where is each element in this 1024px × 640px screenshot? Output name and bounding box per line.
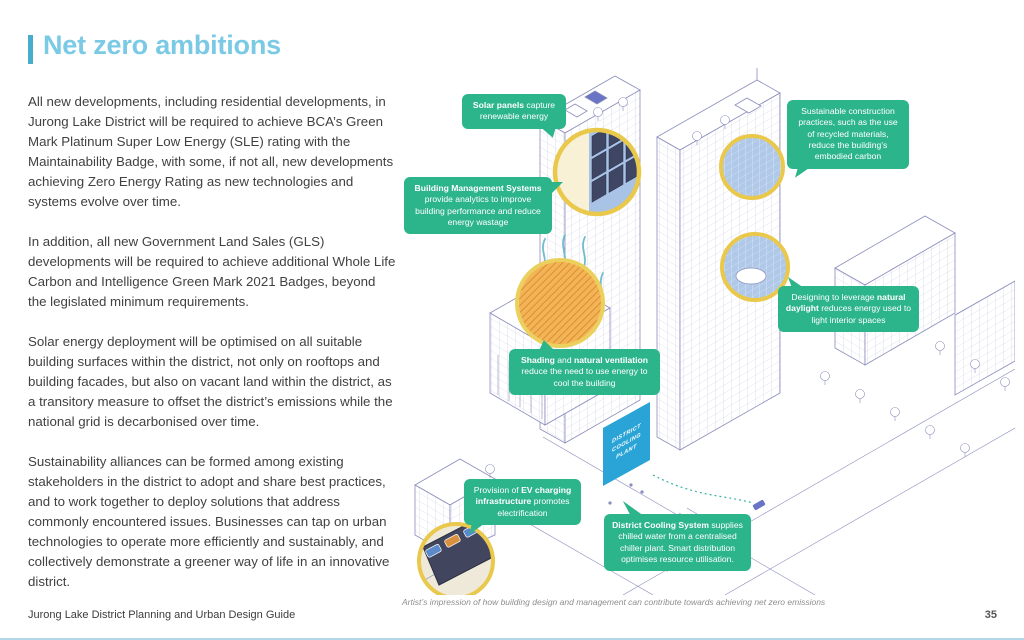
- callout-shading-ventilation: Shading and natural ventilation reduce t…: [509, 340, 660, 396]
- net-zero-illustration: DISTRICT COOLING PLANT Solar panels capt…: [395, 55, 1015, 595]
- paragraph-2: In addition, all new Government Land Sal…: [28, 234, 396, 309]
- callout-tail: [788, 277, 804, 288]
- callout-ev-charging: Provision of EV charging infrastructure …: [464, 479, 581, 535]
- paragraph-1: All new developments, including resident…: [28, 94, 394, 209]
- illustration-caption: Artist’s impression of how building desi…: [402, 597, 826, 607]
- rooftop-unit-icon: [584, 90, 608, 105]
- paragraph-3: Solar energy deployment will be optimise…: [28, 334, 393, 429]
- title-accent-bar: [28, 35, 33, 64]
- page-header: Net zero ambitions: [28, 30, 281, 64]
- page-title: Net zero ambitions: [43, 30, 281, 60]
- callout-tail: [795, 166, 811, 178]
- footer-document-title: Jurong Lake District Planning and Urban …: [28, 609, 296, 621]
- callout-district-cooling: District Cooling System supplies chilled…: [604, 501, 751, 572]
- callout-solar-panels: Solar panels capture renewable energy: [462, 94, 566, 138]
- callout-natural-daylight: Designing to leverage natural daylight r…: [778, 277, 919, 333]
- shading-highlight-circle: [515, 258, 605, 348]
- pedestrian-dots: [573, 483, 644, 505]
- paragraph-4: Sustainability alliances can be formed a…: [28, 454, 390, 589]
- callout-tail: [540, 126, 556, 138]
- ev-charging-highlight-circle: [417, 522, 495, 595]
- solar-panels-highlight-circle: [552, 127, 642, 217]
- page-number: 35: [984, 609, 997, 621]
- daylight-highlight-circle: [720, 232, 790, 302]
- bottom-edge-rule: [0, 638, 1024, 640]
- recycled-materials-highlight-circle: [719, 134, 785, 200]
- callout-building-management-systems: Building Management Systems provide anal…: [404, 177, 563, 235]
- callout-sustainable-construction: Sustainable construction practices, such…: [787, 100, 909, 178]
- callout-tail: [539, 340, 555, 351]
- chilled-water-dashed-line: [652, 474, 754, 504]
- article-text: All new developments, including resident…: [28, 92, 396, 612]
